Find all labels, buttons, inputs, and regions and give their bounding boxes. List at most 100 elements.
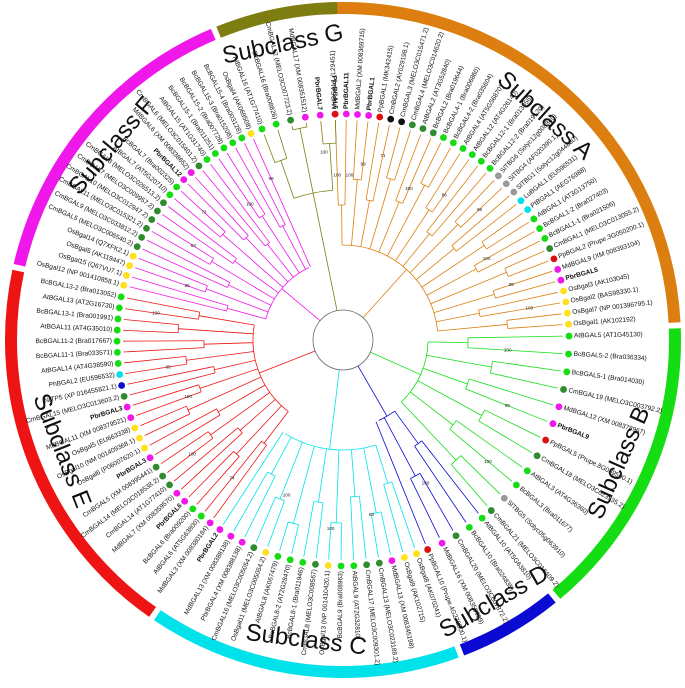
tip-branch — [468, 348, 563, 354]
bootstrap-value: 74 — [229, 475, 235, 480]
internal-branch — [280, 198, 311, 267]
tip-branch — [485, 410, 541, 437]
tip-branch — [421, 143, 441, 183]
tip-branch — [219, 158, 260, 217]
species-marker — [115, 316, 122, 323]
node-arc — [280, 225, 285, 228]
node-arc — [479, 410, 485, 421]
species-marker — [181, 498, 188, 505]
tip-branch — [490, 373, 557, 388]
species-marker — [114, 327, 121, 334]
stem-g — [313, 193, 337, 311]
bootstrap-value: 85 — [185, 283, 191, 288]
species-marker — [229, 139, 236, 146]
tip-branch — [507, 314, 562, 321]
tip-branch — [130, 287, 227, 311]
species-marker — [136, 435, 143, 442]
tip-branch — [278, 130, 287, 159]
leaf-label: BcBGAL10 (Bra024835) — [469, 530, 515, 593]
species-marker — [312, 561, 319, 568]
species-marker — [118, 382, 125, 389]
species-marker — [154, 208, 161, 215]
tip-branch — [127, 298, 200, 312]
species-marker — [554, 266, 561, 273]
species-marker — [148, 216, 155, 223]
tip-branch — [268, 501, 285, 547]
leaf-label: AtBGAL5 (AT1G45130) — [574, 331, 643, 339]
species-marker — [159, 473, 166, 480]
internal-branch — [199, 316, 254, 325]
species-marker — [287, 556, 294, 563]
node-arc — [474, 266, 478, 273]
node-arc — [466, 379, 469, 389]
tip-branch — [125, 309, 198, 320]
internal-branch — [351, 180, 357, 246]
species-marker — [550, 420, 557, 427]
node-arc — [210, 258, 214, 264]
tip-branch — [292, 525, 299, 554]
tip-branch — [130, 373, 215, 395]
species-marker — [189, 505, 196, 512]
species-marker — [536, 225, 543, 232]
species-marker — [460, 145, 467, 152]
bootstrap-value: 86 — [442, 192, 448, 197]
bootstrap-value: 99 — [361, 162, 367, 167]
tip-branch — [157, 223, 214, 259]
species-marker — [439, 540, 446, 547]
stem-e — [259, 351, 315, 373]
species-marker — [143, 225, 150, 232]
node-arc — [186, 406, 189, 414]
species-marker — [343, 111, 350, 118]
leaf-label: BcBGAL11-2 (Bra017667) — [35, 338, 112, 345]
internal-branch — [267, 244, 293, 277]
bootstrap-value: 100 — [184, 394, 192, 399]
species-marker — [558, 277, 565, 284]
internal-branch — [200, 369, 258, 389]
leaf-label: SlTBG5 (Solyc05g063910) — [505, 499, 566, 559]
species-marker — [541, 235, 548, 242]
species-marker — [469, 151, 476, 158]
tip-branch — [495, 282, 555, 298]
species-marker — [556, 403, 563, 410]
species-marker — [166, 191, 173, 198]
internal-branch — [438, 324, 508, 331]
tip-branch — [487, 222, 529, 249]
species-marker — [259, 126, 266, 133]
species-marker — [479, 515, 486, 522]
tip-branch — [508, 325, 563, 329]
bootstrap-value: 99 — [268, 176, 274, 181]
species-marker — [287, 117, 294, 124]
node-arc — [265, 243, 269, 246]
species-marker — [420, 125, 427, 132]
internal-branch — [186, 352, 253, 361]
bootstrap-value: 100 — [320, 149, 328, 154]
bootstrap-value: 100 — [405, 186, 413, 191]
tip-branch — [181, 433, 242, 489]
species-marker — [130, 253, 137, 260]
bootstrap-value: 100 — [333, 173, 341, 178]
species-marker — [250, 544, 257, 551]
species-markers — [114, 111, 573, 570]
bootstrap-value: 71 — [380, 153, 386, 158]
tip-branch — [264, 135, 275, 163]
bootstrap-value: 100 — [188, 451, 196, 456]
species-marker — [332, 111, 339, 118]
tip-branch — [143, 249, 228, 287]
species-marker — [530, 216, 537, 223]
tip-branch — [124, 320, 179, 325]
species-marker — [563, 368, 570, 375]
node-arc — [421, 183, 429, 187]
node-arc — [178, 325, 179, 333]
species-marker — [562, 299, 569, 306]
species-marker — [487, 165, 494, 172]
internal-branch — [236, 406, 281, 454]
species-marker — [409, 122, 416, 129]
species-marker — [317, 112, 324, 119]
species-marker — [430, 129, 437, 136]
stem-c — [330, 370, 340, 449]
species-marker — [120, 282, 127, 289]
leaf-label: PbrBGAL6 — [330, 76, 338, 110]
node-arc — [262, 441, 267, 445]
node-arc — [268, 472, 276, 476]
internal-branch — [384, 418, 415, 476]
